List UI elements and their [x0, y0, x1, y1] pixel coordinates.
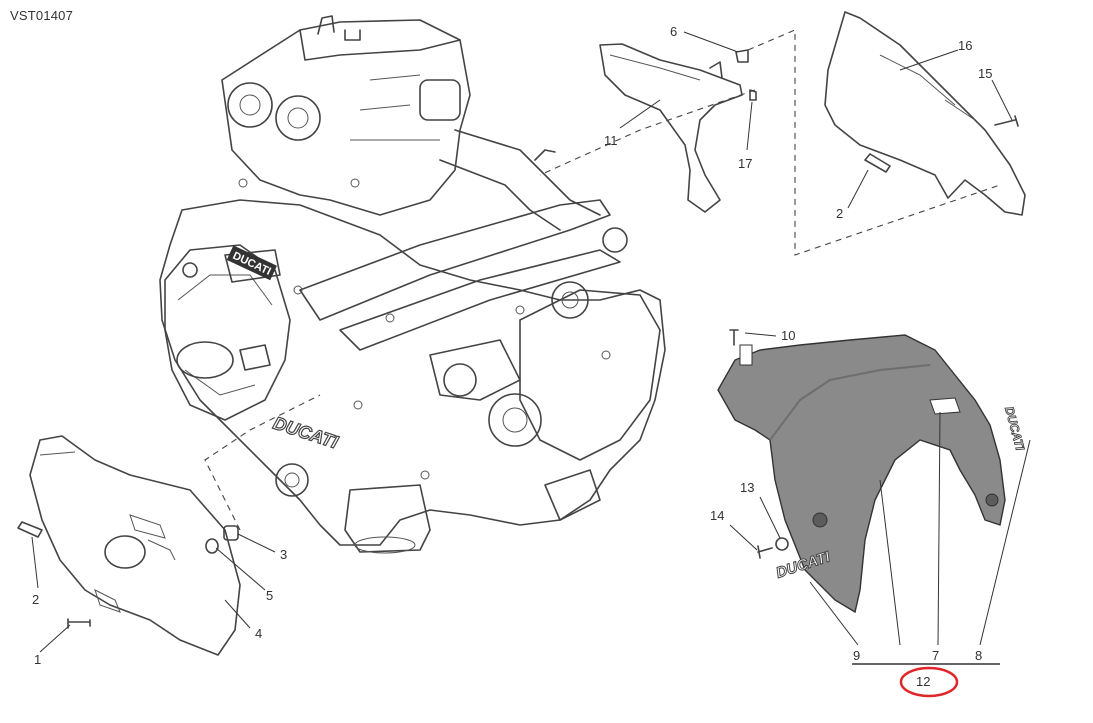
callout-14: 14	[710, 508, 724, 523]
callout-8: 8	[975, 648, 982, 663]
callout-11: 11	[604, 133, 618, 148]
callout-9: 9	[853, 648, 860, 663]
callout-15: 15	[978, 66, 992, 81]
callout-2: 2	[32, 592, 39, 607]
diagram-code: VST01407	[10, 8, 74, 23]
callout-4: 4	[255, 626, 262, 641]
left-engine-cover-assembly	[17, 394, 321, 656]
callout-1: 1	[34, 652, 41, 667]
callout-12: 12	[916, 674, 930, 689]
callout-13: 13	[740, 480, 754, 495]
callout-16: 16	[958, 38, 972, 53]
belly-cover-assembly: DUCATI DUCATI	[717, 329, 1031, 665]
belt-cover-assembly	[539, 29, 1001, 256]
upper-right-cover-assembly	[824, 11, 1026, 216]
engine-drawing: DUCATI DUCATI	[159, 15, 666, 554]
callout-5: 5	[266, 588, 273, 603]
callout-7: 7	[932, 648, 939, 663]
side-ducati-logo: DUCATI	[1002, 405, 1027, 452]
callout-labels: 1 2 3 5 4 6 11 17 16 15 2 10 13 14 9 7 8…	[32, 24, 992, 698]
callout-6: 6	[670, 24, 677, 39]
callout-2b: 2	[836, 206, 843, 221]
callout-10: 10	[781, 328, 795, 343]
callout-17: 17	[738, 156, 752, 171]
engine-ducati-logo: DUCATI	[271, 413, 342, 453]
callout-3: 3	[280, 547, 287, 562]
highlight-ring	[899, 666, 959, 698]
grey-cover	[717, 334, 1006, 614]
